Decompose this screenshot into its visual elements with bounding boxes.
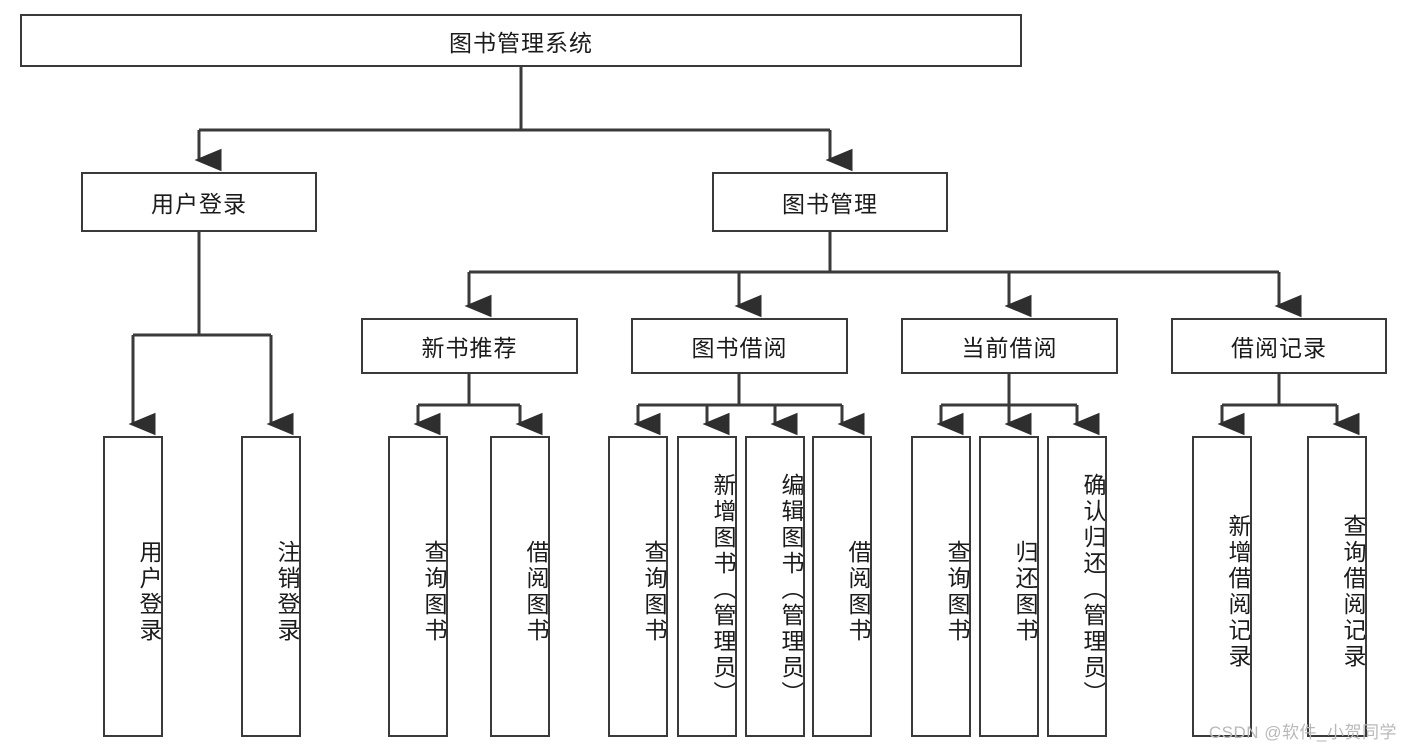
node-label: 注销登录 [274,539,300,644]
node-borrow-record[interactable]: 借阅记录 [1171,318,1387,374]
node-current-borrow[interactable]: 当前借阅 [901,318,1118,374]
node-label: 编辑图书（管理员） [778,472,804,707]
node-label: 归还图书 [1012,539,1038,644]
node-label: 查询图书 [421,539,447,644]
leaf-user-login-login[interactable]: 用户登录 [103,436,163,737]
node-label: 新书推荐 [421,335,518,361]
node-label: 新增图书（管理员） [710,472,736,707]
node-label: 图书借阅 [691,335,788,361]
node-label: 图书管理 [782,191,878,217]
leaf-book-borrow-add-book-admin[interactable]: 新增图书（管理员） [677,436,737,737]
leaf-borrow-record-add-record[interactable]: 新增借阅记录 [1192,436,1252,737]
leaf-current-borrow-query-book[interactable]: 查询图书 [911,436,971,737]
node-label: 新增借阅记录 [1225,513,1251,670]
node-label: 查询图书 [944,539,970,644]
node-label: 确认归还（管理员） [1080,472,1106,707]
node-label: 图书管理系统 [449,29,593,56]
node-label: 借阅图书 [845,539,871,644]
node-label: 借阅记录 [1231,335,1327,361]
leaf-new-book-borrow-book[interactable]: 借阅图书 [490,436,550,737]
node-root-book-management-system[interactable]: 图书管理系统 [20,14,1022,67]
watermark-text: CSDN @软件_小贺同学 [1208,723,1397,742]
node-book-management[interactable]: 图书管理 [712,172,948,232]
node-new-book-recommend[interactable]: 新书推荐 [361,318,578,374]
leaf-new-book-query-book[interactable]: 查询图书 [388,436,448,737]
leaf-book-borrow-query-book[interactable]: 查询图书 [608,436,668,737]
node-label: 用户登录 [136,539,162,644]
leaf-current-borrow-return-book[interactable]: 归还图书 [979,436,1039,737]
node-user-login[interactable]: 用户登录 [81,172,317,232]
node-label: 查询图书 [641,539,667,644]
leaf-borrow-record-query-record[interactable]: 查询借阅记录 [1307,436,1367,737]
leaf-current-borrow-confirm-return-admin[interactable]: 确认归还（管理员） [1047,436,1107,737]
leaf-book-borrow-borrow-book[interactable]: 借阅图书 [812,436,872,737]
node-label: 用户登录 [151,191,247,217]
node-book-borrow[interactable]: 图书借阅 [631,318,848,374]
node-label: 借阅图书 [523,539,549,644]
leaf-book-borrow-edit-book-admin[interactable]: 编辑图书（管理员） [745,436,805,737]
leaf-user-login-logout[interactable]: 注销登录 [241,436,301,737]
node-label: 当前借阅 [961,335,1058,361]
node-label: 查询借阅记录 [1340,513,1366,670]
